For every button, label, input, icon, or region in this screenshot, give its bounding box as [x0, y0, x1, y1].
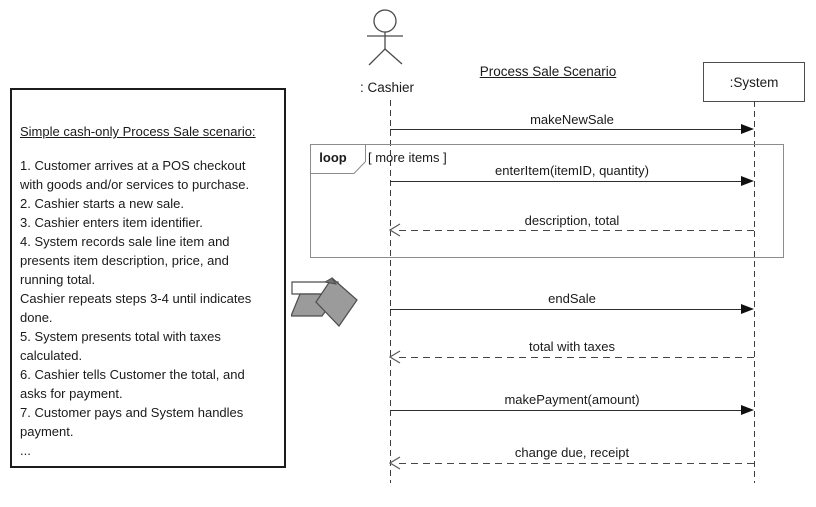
message-return-line — [399, 357, 754, 358]
scenario-text-box: Simple cash-only Process Sale scenario: … — [10, 88, 286, 468]
scenario-line: with goods and/or services to purchase. — [20, 177, 250, 192]
big-3d-arrow-icon — [291, 277, 358, 327]
actor-stick-figure-icon — [367, 9, 403, 66]
scenario-line: calculated. — [20, 348, 83, 363]
scenario-line: ... — [20, 443, 31, 458]
message-label-makePayment: makePayment(amount) — [504, 392, 640, 407]
message-label-makeNewSale: makeNewSale — [530, 112, 614, 127]
open-arrowhead-icon — [389, 223, 401, 237]
scenario-line: 6. Cashier tells Customer the total, and — [20, 367, 245, 382]
scenario-line: 5. System presents total with taxes — [20, 329, 221, 344]
scenario-line: done. — [20, 310, 53, 325]
message-label-enterItem: enterItem(itemID, quantity) — [495, 163, 649, 178]
system-label: :System — [729, 74, 779, 90]
scenario-line: 3. Cashier enters item identifier. — [20, 215, 203, 230]
system-lifeline — [754, 101, 755, 483]
loop-guard-label: [ more items ] — [368, 150, 447, 165]
system-lifeline-head: :System — [703, 62, 805, 102]
loop-operator-label: loop — [319, 150, 347, 165]
message-line — [390, 181, 742, 182]
open-arrowhead-icon — [389, 456, 401, 470]
filled-arrowhead-icon — [741, 176, 754, 186]
loop-operator-tab — [310, 144, 366, 174]
diagram-title: Process Sale Scenario — [479, 64, 617, 79]
message-line — [390, 309, 742, 310]
scenario-line: payment. — [20, 424, 74, 439]
message-label-description-total: description, total — [524, 213, 620, 228]
scenario-line: 4. System records sale line item and — [20, 234, 230, 249]
scenario-line: Cashier repeats steps 3-4 until indicate… — [20, 291, 252, 306]
scenario-body: 1. Customer arrives at a POS checkout wi… — [20, 156, 282, 460]
message-line — [390, 410, 742, 411]
message-label-total-with-taxes: total with taxes — [529, 339, 615, 354]
scenario-line: 2. Cashier starts a new sale. — [20, 196, 185, 211]
scenario-line: 7. Customer pays and System handles — [20, 405, 244, 420]
message-return-line — [399, 463, 754, 464]
message-label-change-due-receipt: change due, receipt — [514, 445, 630, 460]
scenario-line: running total. — [20, 272, 96, 287]
message-line — [390, 129, 742, 130]
actor-label: : Cashier — [359, 80, 415, 95]
scenario-line: 1. Customer arrives at a POS checkout — [20, 158, 246, 173]
open-arrowhead-icon — [389, 350, 401, 364]
scenario-heading: Simple cash-only Process Sale scenario: — [20, 124, 256, 139]
filled-arrowhead-icon — [741, 124, 754, 134]
filled-arrowhead-icon — [741, 304, 754, 314]
scenario-line: presents item description, price, and — [20, 253, 229, 268]
message-label-endSale: endSale — [548, 291, 596, 306]
filled-arrowhead-icon — [741, 405, 754, 415]
scenario-line: asks for payment. — [20, 386, 123, 401]
cashier-lifeline — [390, 100, 391, 483]
message-return-line — [399, 230, 754, 231]
loop-fragment-frame — [310, 144, 784, 258]
